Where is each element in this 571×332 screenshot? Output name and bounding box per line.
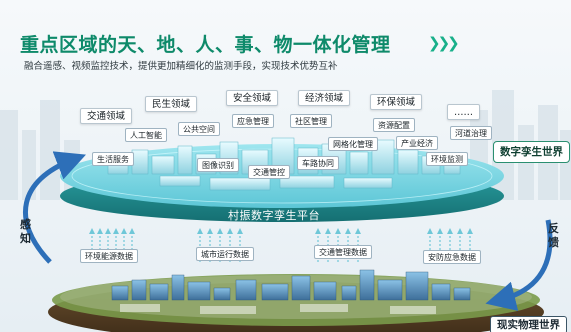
domain-traffic: 交通领域 [80, 108, 133, 124]
flow-security-emergency: 安防应急数据 [423, 250, 481, 264]
service-public-space: 公共空间 [178, 122, 220, 136]
perception-label: 感知 [20, 218, 31, 245]
service-industry: 产业经济 [396, 136, 438, 150]
feedback-arrow [485, 219, 553, 311]
flow-environment-energy: 环境能源数据 [80, 249, 138, 263]
perception-arrow [23, 151, 86, 264]
domain-safety: 安全领域 [226, 90, 279, 106]
uplink-arrows [91, 232, 471, 262]
domain-economy: 经济领域 [298, 90, 351, 106]
service-grid-management: 网格化管理 [328, 137, 378, 151]
domain-more: …… [447, 104, 480, 120]
service-river: 河道治理 [450, 126, 492, 140]
service-living: 生活服务 [92, 152, 134, 166]
domain-livelihood: 民生领域 [145, 96, 198, 112]
service-community: 社区管理 [290, 114, 332, 128]
service-image-recognition: 图像识别 [197, 158, 239, 172]
service-resources: 资源配置 [373, 118, 415, 132]
domain-environment: 环保领域 [370, 94, 423, 110]
page-subtitle: 融合遥感、视频监控技术，提供更加精细化的监测手段，实现技术优势互补 [24, 61, 338, 72]
service-env-monitoring: 环境监测 [426, 152, 468, 166]
service-emergency: 应急管理 [232, 114, 274, 128]
flow-traffic-management: 交通管理数据 [314, 245, 372, 259]
real-world-city [48, 269, 544, 332]
real-world-label: 现实物理世界 [490, 316, 567, 332]
flow-city-operation: 城市运行数据 [196, 247, 254, 261]
digital-twin-world-label: 数字孪生世界 [493, 141, 570, 163]
uplink-arrowheads [89, 228, 473, 234]
platform-label: 村振数字孪生平台 [228, 209, 320, 222]
service-vehicle-road: 车路协同 [297, 156, 339, 170]
page-title: 重点区域的天、地、人、事、物一体化管理 [20, 34, 391, 56]
feedback-label: 反馈 [548, 222, 559, 249]
service-traffic-control: 交通管控 [248, 165, 290, 179]
chevron-right-icon: ❯❯❯ [428, 34, 460, 52]
service-ai: 人工智能 [125, 128, 167, 142]
